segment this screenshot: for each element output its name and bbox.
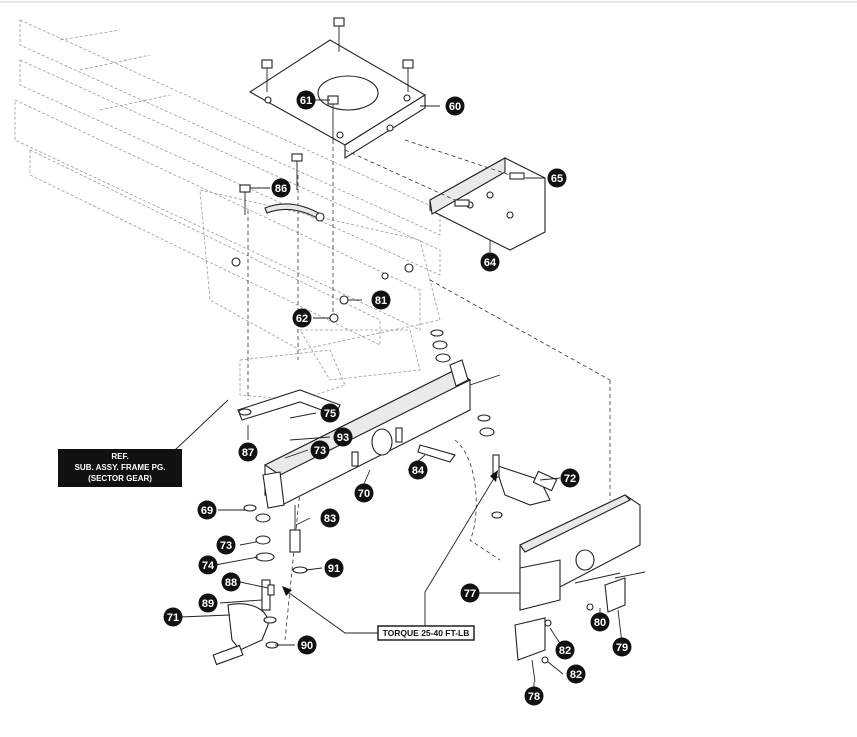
- callout-80: 80: [590, 612, 610, 632]
- axle-beam: [262, 359, 501, 509]
- callout-label: 74: [202, 560, 215, 572]
- callout-label: 83: [324, 513, 336, 525]
- angle-bracket: [344, 139, 546, 251]
- callout-64: 64: [480, 252, 500, 272]
- callout-label: 78: [528, 691, 540, 703]
- upper-hardware: [231, 153, 414, 323]
- callout-label: 71: [167, 612, 179, 624]
- callout-label: 75: [324, 408, 336, 420]
- reference-note-line-1: REF.: [111, 452, 128, 461]
- callout-78: 78: [524, 686, 544, 706]
- right-spindle: [491, 454, 558, 519]
- top-mounting-plate: [248, 39, 427, 159]
- callout-label: 89: [202, 598, 214, 610]
- callout-label: 77: [464, 588, 476, 600]
- callout-label: 65: [551, 173, 563, 185]
- callout-82: 82: [555, 640, 575, 660]
- callout-label: 88: [225, 577, 237, 589]
- callout-86: 86: [271, 178, 291, 198]
- frame-rails-ghost: [14, 19, 441, 401]
- callout-label: 91: [328, 563, 340, 575]
- callout-label: 93: [337, 432, 349, 444]
- callout-84: 84: [408, 460, 428, 480]
- callout-69: 69: [197, 500, 217, 520]
- left-spindle: [212, 535, 279, 666]
- callout-label: 61: [300, 95, 312, 107]
- callout-87: 87: [238, 442, 258, 462]
- right-bracket-assembly: [514, 494, 646, 683]
- callout-label: 70: [358, 488, 370, 500]
- callout-label: 87: [242, 447, 254, 459]
- reference-note: REF. SUB. ASSY. FRAME PG. (SECTOR GEAR): [58, 399, 229, 487]
- callout-label: 60: [449, 101, 461, 113]
- callout-label: 81: [375, 295, 387, 307]
- callout-88: 88: [221, 572, 241, 592]
- reference-note-line-3: (SECTOR GEAR): [88, 474, 152, 483]
- callout-65: 65: [547, 168, 567, 188]
- callout-89: 89: [198, 593, 218, 613]
- callout-83: 83: [320, 508, 340, 528]
- callout-73: 73: [310, 440, 330, 460]
- callout-label: 82: [559, 645, 571, 657]
- callout-label: 73: [220, 540, 232, 552]
- callout-62: 62: [292, 308, 312, 328]
- callout-label: 69: [201, 505, 213, 517]
- callout-73: 73: [216, 535, 236, 555]
- callout-70: 70: [354, 483, 374, 503]
- torque-note: TORQUE 25-40 FT-LB: [282, 470, 498, 641]
- callout-82: 82: [566, 664, 586, 684]
- callout-label: 90: [301, 640, 313, 652]
- callout-90: 90: [297, 635, 317, 655]
- callout-91: 91: [324, 558, 344, 578]
- callout-label: 73: [314, 445, 326, 457]
- callout-74: 74: [198, 555, 218, 575]
- callout-leaders: [179, 99, 623, 690]
- callout-77: 77: [460, 583, 480, 603]
- callout-75: 75: [320, 403, 340, 423]
- callout-60: 60: [445, 96, 465, 116]
- callout-61: 61: [296, 90, 316, 110]
- callout-label: 72: [564, 473, 576, 485]
- reference-note-line-2: SUB. ASSY. FRAME PG.: [75, 463, 166, 472]
- plate-bolts: [261, 17, 414, 140]
- callout-badges: 60 61 62 64 65 69 70 71 72 73 73 74 75 77 78 79 80 81 82 82…: [163, 90, 632, 706]
- callout-81: 81: [371, 290, 391, 310]
- callout-71: 71: [163, 607, 183, 627]
- callout-label: 79: [616, 642, 628, 654]
- callout-label: 82: [570, 669, 582, 681]
- torque-note-text: TORQUE 25-40 FT-LB: [383, 628, 470, 638]
- callout-label: 62: [296, 313, 308, 325]
- beam-end-hardware: [243, 329, 495, 523]
- callout-79: 79: [612, 637, 632, 657]
- callout-label: 80: [594, 617, 606, 629]
- callout-93: 93: [333, 427, 353, 447]
- callout-72: 72: [560, 468, 580, 488]
- callout-label: 64: [484, 257, 497, 269]
- callout-label: 86: [275, 183, 287, 195]
- callout-label: 84: [412, 465, 425, 477]
